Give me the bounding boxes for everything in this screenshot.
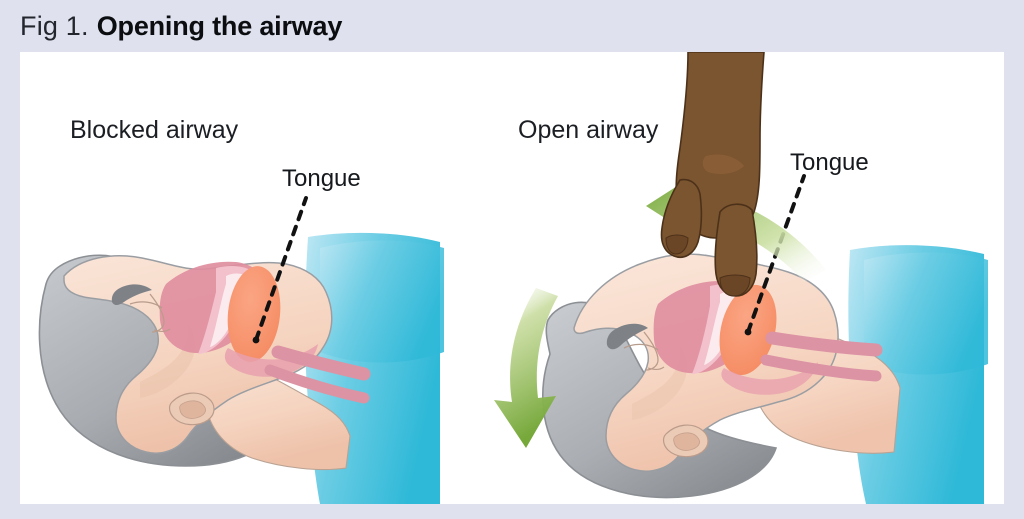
pharynx	[721, 362, 818, 395]
airway-illustration: Blocked airway	[38, 52, 988, 504]
knuckle-shading	[702, 154, 744, 174]
ear-inner	[673, 432, 701, 451]
tongue-leader-dot	[744, 328, 752, 336]
callout-tongue-blocked: Tongue	[282, 165, 361, 192]
clothing-shoulder	[864, 252, 988, 375]
esophagus	[760, 354, 882, 382]
eyebrow	[606, 323, 648, 350]
trachea	[765, 331, 883, 357]
jaw-shadow	[140, 320, 195, 398]
figure-title: Opening the airway	[96, 10, 343, 41]
middle-finger	[714, 203, 758, 297]
head-figure-blocked: Tongue	[38, 165, 444, 504]
head-tilt-arrow	[494, 288, 558, 448]
ear-inner	[179, 400, 207, 419]
head-figure-open: Tongue	[542, 149, 988, 504]
eye	[129, 301, 163, 309]
trachea	[271, 345, 371, 381]
illustration-panel: Blocked airway	[20, 52, 1004, 504]
eye	[623, 343, 659, 351]
hand	[660, 52, 765, 297]
esophagus	[264, 364, 370, 404]
tongue	[227, 266, 281, 362]
panel-open-airway: Open airway	[494, 52, 988, 504]
tongue-leader-dot	[252, 336, 260, 344]
jaw-shadow	[632, 342, 687, 420]
pharynx	[224, 344, 318, 377]
panel-blocked-airway: Blocked airway	[38, 116, 444, 504]
clothing-shoulder	[320, 240, 444, 363]
panel-label-blocked: Blocked airway	[70, 116, 239, 144]
middle-fingernail	[719, 274, 751, 297]
callout-tongue-open: Tongue	[790, 149, 869, 176]
figure-caption: Fig 1. Opening the airway	[20, 4, 342, 48]
nostril	[647, 366, 665, 370]
eyebrow	[111, 284, 152, 305]
figure-number: Fig 1.	[20, 10, 89, 41]
nostril	[153, 328, 171, 332]
tongue-leader-line	[254, 196, 308, 342]
index-fingernail	[665, 234, 689, 255]
panel-label-open: Open airway	[518, 116, 659, 144]
